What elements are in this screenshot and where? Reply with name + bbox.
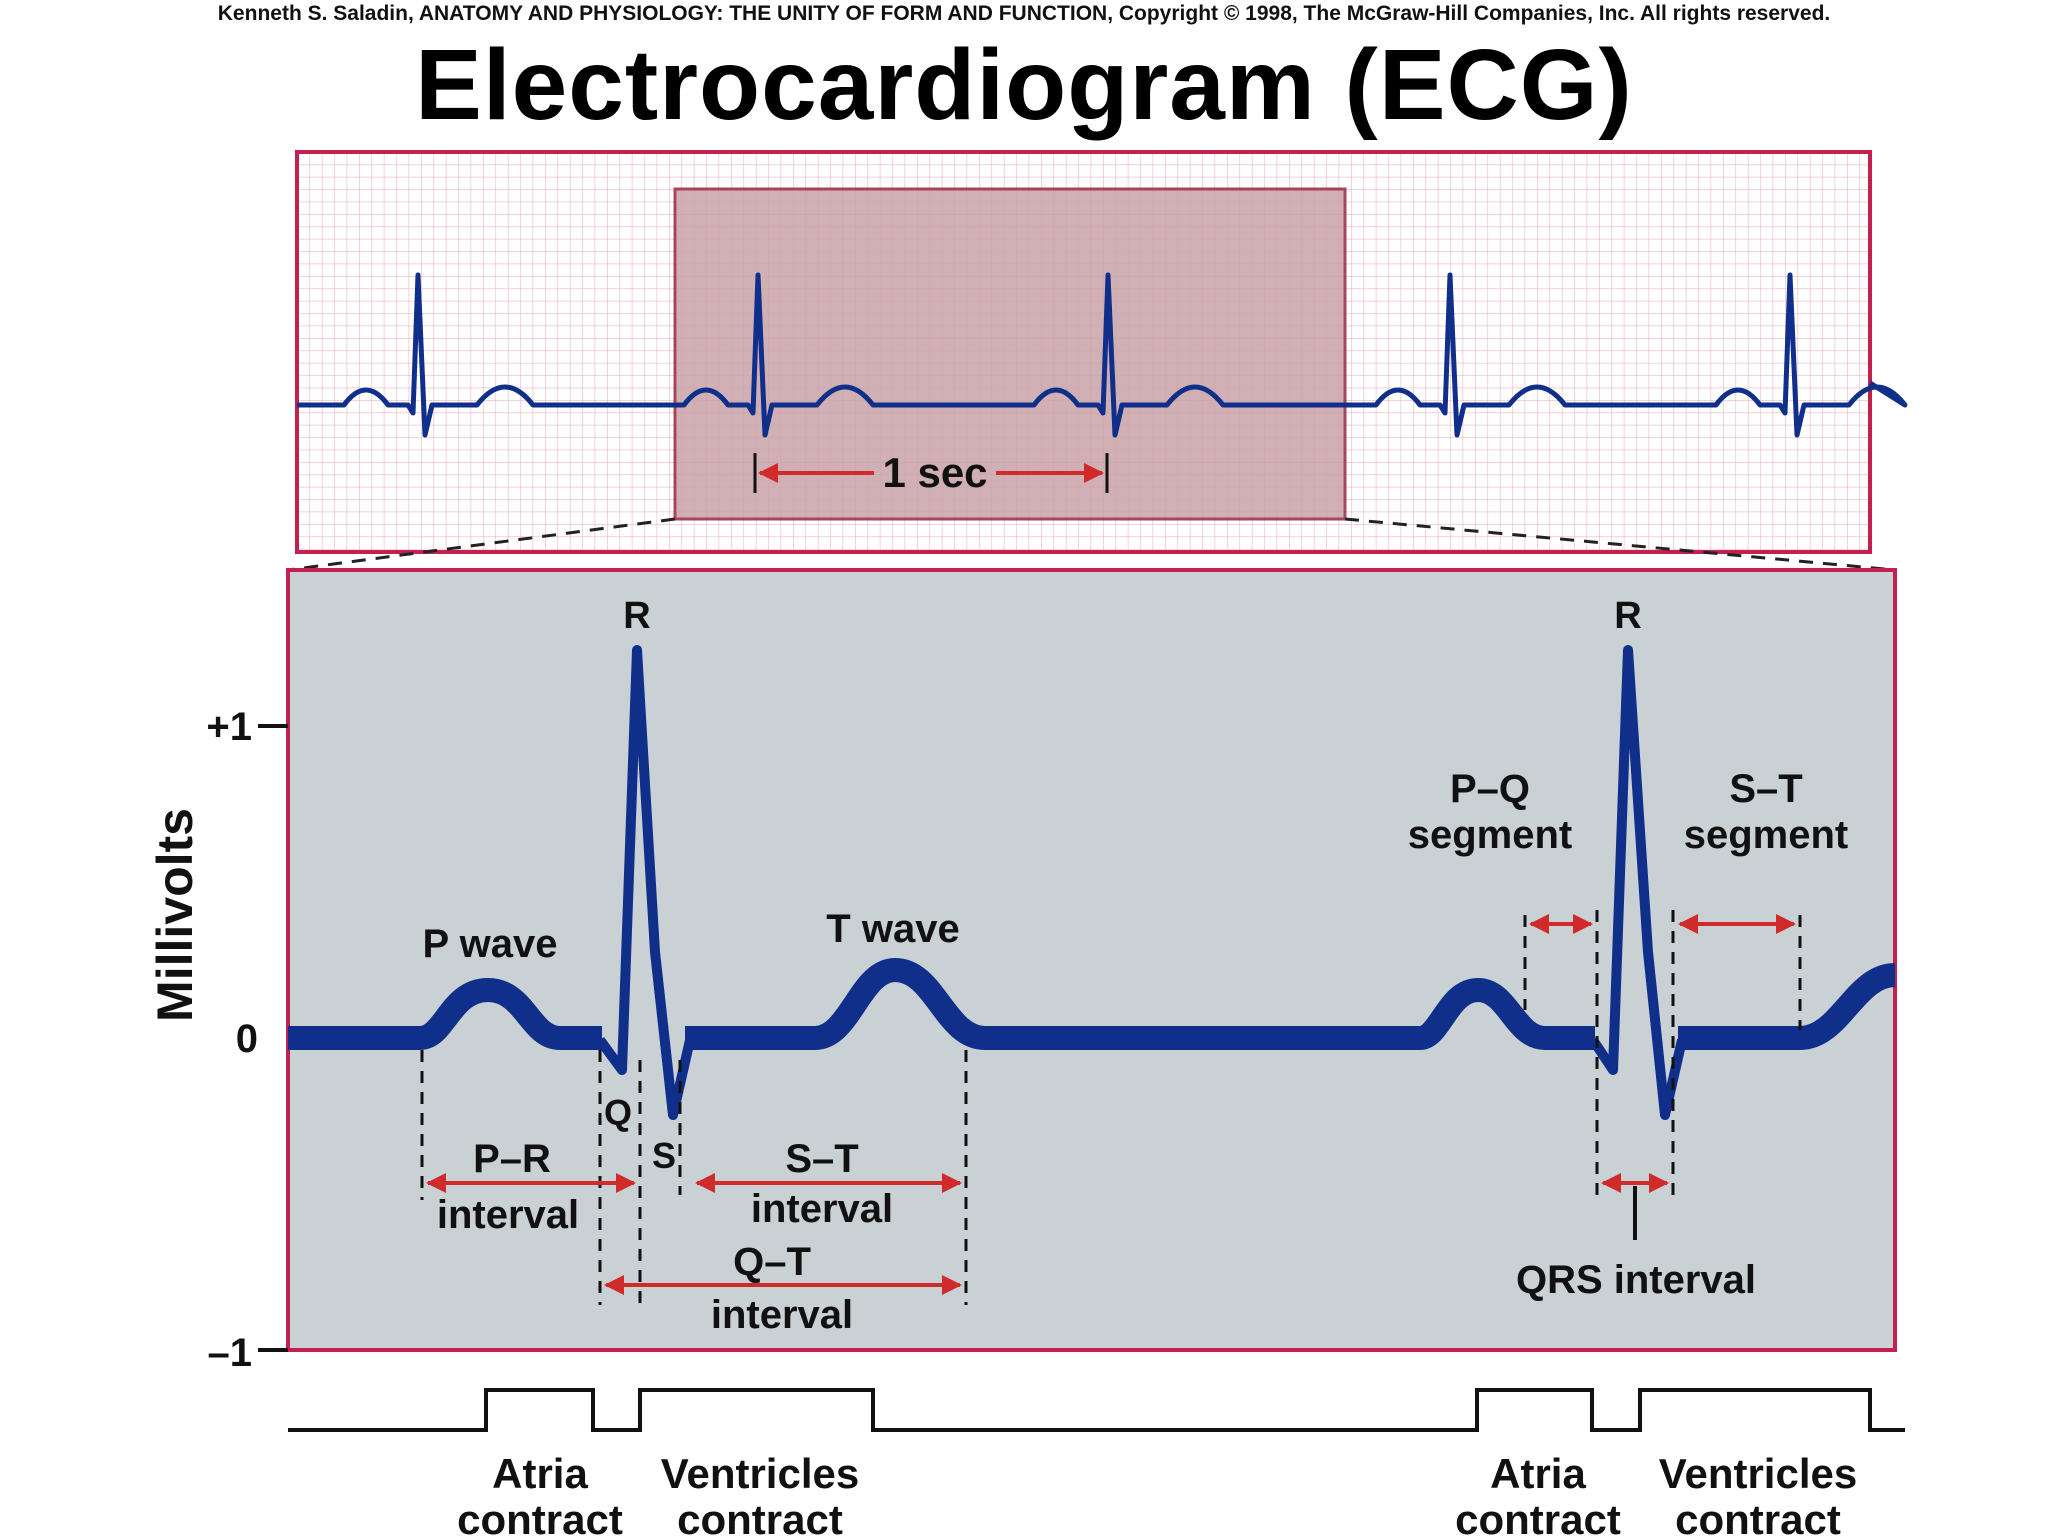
page-title: Electrocardiogram (ECG) bbox=[415, 29, 1633, 141]
contraction-timing-line bbox=[288, 1388, 1905, 1432]
trace-t-wave-2 bbox=[1678, 963, 1897, 1050]
strip-ecg-trace bbox=[297, 272, 1908, 438]
trace-p-wave-1 bbox=[288, 978, 602, 1050]
one-sec-label: 1 sec bbox=[882, 449, 987, 496]
st-segment-label-1: S–T bbox=[1729, 767, 1802, 811]
zoom-connector-left bbox=[287, 517, 676, 572]
atria-contract-2-line2: contract bbox=[1455, 1496, 1621, 1536]
pq-segment-label-2: segment bbox=[1408, 813, 1573, 857]
ecg-strip: 1 sec bbox=[295, 150, 1908, 554]
ventricles-contract-2-line2: contract bbox=[1675, 1496, 1841, 1536]
r-peak-label-1: R bbox=[623, 595, 650, 637]
st-interval-label-2: interval bbox=[751, 1187, 893, 1231]
ventricles-contract-1-line1: Ventricles bbox=[661, 1450, 859, 1497]
qt-interval-label-1: Q–T bbox=[733, 1240, 811, 1284]
p-wave-label: P wave bbox=[423, 922, 558, 966]
y-axis-label: Millivolts bbox=[147, 808, 203, 1022]
atria-contract-2-line1: Atria bbox=[1490, 1450, 1586, 1497]
s-label: S bbox=[652, 1135, 676, 1176]
ventricles-contract-2-line1: Ventricles bbox=[1659, 1450, 1857, 1497]
ventricles-contract-1-line2: contract bbox=[677, 1496, 843, 1536]
qt-interval-label-2: interval bbox=[711, 1293, 853, 1337]
copyright-credit: Kenneth S. Saladin, ANATOMY AND PHYSIOLO… bbox=[217, 2, 1831, 25]
pq-segment-label-1: P–Q bbox=[1450, 767, 1530, 811]
trace-t-wave-and-p-wave-2 bbox=[685, 958, 1595, 1050]
magnified-panel: Millivolts +1 0 –1 R R P wave T wave Q S bbox=[147, 568, 1897, 1375]
t-wave-label: T wave bbox=[826, 907, 959, 951]
atria-contract-1-line2: contract bbox=[457, 1496, 623, 1536]
pr-interval-label-1: P–R bbox=[473, 1137, 551, 1181]
trace-qrs-1 bbox=[595, 645, 695, 1120]
strip-frame bbox=[295, 150, 1872, 554]
tick-zero-label: 0 bbox=[236, 1017, 258, 1061]
trace-qrs-2 bbox=[1588, 645, 1687, 1120]
st-segment-label-2: segment bbox=[1684, 813, 1849, 857]
pr-interval-label-2: interval bbox=[437, 1193, 579, 1237]
atria-contract-1-line1: Atria bbox=[492, 1450, 588, 1497]
zoom-connector-right bbox=[1344, 517, 1896, 572]
tick-minus1-label: –1 bbox=[208, 1331, 253, 1375]
q-label: Q bbox=[604, 1092, 632, 1133]
beat2-guide-lines bbox=[1523, 910, 1802, 1195]
st-interval-label-1: S–T bbox=[785, 1137, 858, 1181]
zoom-highlight-box bbox=[673, 187, 1347, 521]
qrs-interval-label: QRS interval bbox=[1516, 1258, 1756, 1302]
r-peak-label-2: R bbox=[1614, 595, 1641, 637]
tick-plus1-label: +1 bbox=[206, 705, 252, 749]
